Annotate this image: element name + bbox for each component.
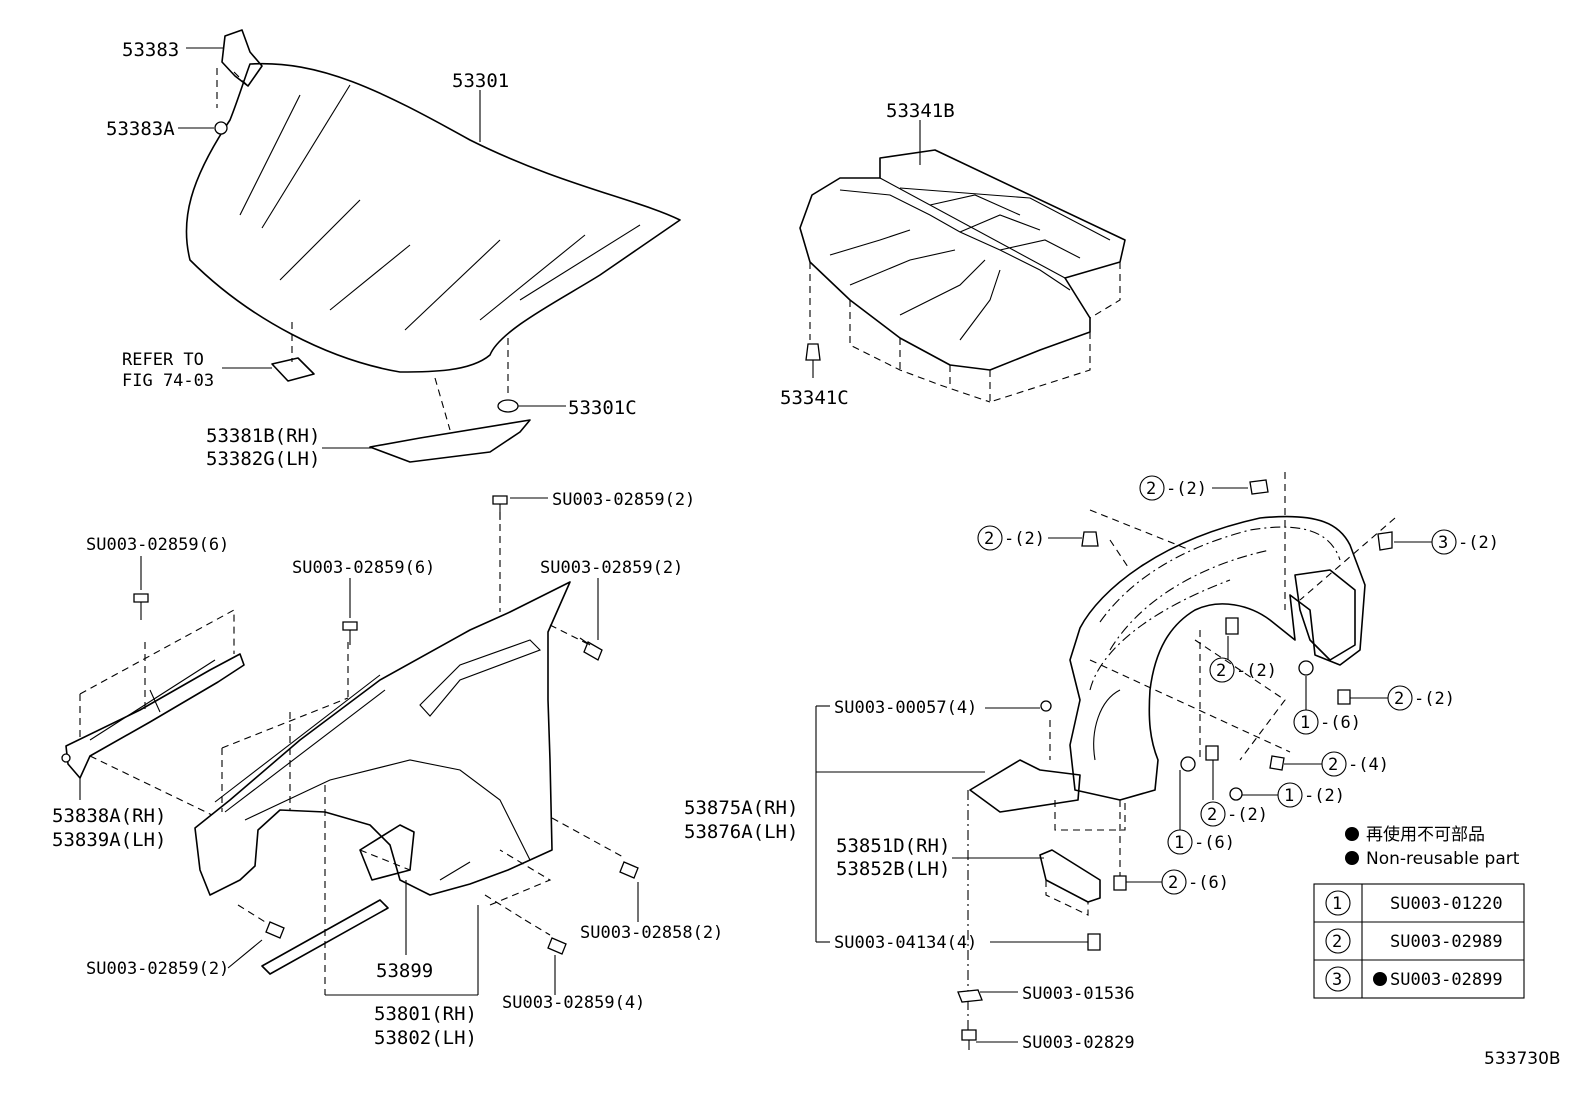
svg-text:2: 2 xyxy=(984,529,994,549)
callout-1-2: 1 -(2) xyxy=(1277,782,1345,808)
callout-2-4: 2 -(4) xyxy=(1321,751,1389,777)
svg-text:-(2): -(2) xyxy=(1236,661,1277,681)
clip-53341c xyxy=(805,343,821,361)
callout-2-6: 2 -(6) xyxy=(1161,869,1229,895)
fender-liner xyxy=(969,515,1366,813)
svg-text:1: 1 xyxy=(1174,833,1184,853)
callout-2-low: 2 -(2) xyxy=(1200,801,1268,827)
callout-2-left: 2 -(2) xyxy=(977,525,1045,551)
label-bolt-02829: SU003-02829 xyxy=(1022,1033,1135,1053)
label-53301c: 53301C xyxy=(568,397,637,419)
bracket-53851d xyxy=(1039,849,1101,903)
svg-text:1: 1 xyxy=(1300,713,1310,733)
fender-seal-bracket xyxy=(65,653,245,779)
label-53383: 53383 xyxy=(122,39,179,61)
svg-text:2: 2 xyxy=(1146,479,1156,499)
svg-text:-(2): -(2) xyxy=(1304,786,1345,806)
callout-3-right: 3 -(2) xyxy=(1431,529,1499,555)
callout-1-6b: 1 -(6) xyxy=(1167,829,1235,855)
bolt-icon xyxy=(133,495,639,955)
svg-text:-(6): -(6) xyxy=(1320,713,1361,733)
clip-53383a xyxy=(214,121,228,135)
label-bolt-top: SU003-02859(2) xyxy=(552,490,695,510)
svg-text:2: 2 xyxy=(1207,805,1217,825)
svg-text:-(4): -(4) xyxy=(1348,755,1389,775)
svg-text:-(6): -(6) xyxy=(1188,873,1229,893)
figure-code: 533730B xyxy=(1484,1049,1561,1069)
svg-text:2: 2 xyxy=(1332,932,1342,952)
label-53381b: 53381B(RH) xyxy=(206,425,320,447)
label-sheet xyxy=(271,357,315,382)
label-53876a: 53876A(LH) xyxy=(684,821,798,843)
svg-text:-(6): -(6) xyxy=(1194,833,1235,853)
label-53301: 53301 xyxy=(452,70,509,92)
label-53801: 53801(RH) xyxy=(374,1003,477,1025)
cushion-53301c xyxy=(497,399,519,413)
svg-text:-(2): -(2) xyxy=(1227,805,1268,825)
label-refer-fig: FIG 74-03 xyxy=(122,371,214,391)
hood-panel xyxy=(185,62,681,373)
label-bolt-right-2: SU003-02859(2) xyxy=(540,558,683,578)
label-53875a: 53875A(RH) xyxy=(684,797,798,819)
svg-text:-(2): -(2) xyxy=(1458,533,1499,553)
label-53852b: 53852B(LH) xyxy=(836,858,950,880)
clip-icon xyxy=(957,479,1393,1050)
label-53382g: 53382G(LH) xyxy=(206,448,320,470)
label-bolt-02858: SU003-02858(2) xyxy=(580,923,723,943)
callout-1-6a: 1 -(6) xyxy=(1293,709,1361,735)
svg-text:SU003-02899: SU003-02899 xyxy=(1390,970,1503,990)
legend: 再使用不可部品 Non-reusable part 1 SU003-01220 … xyxy=(1313,824,1525,999)
svg-text:2: 2 xyxy=(1328,755,1338,775)
callout-2-r: 2 -(2) xyxy=(1387,685,1455,711)
legend-row-3: 3 SU003-02899 xyxy=(1325,966,1503,992)
label-bolt-bottom-4: SU003-02859(4) xyxy=(502,993,645,1013)
svg-text:1: 1 xyxy=(1332,894,1342,914)
front-fender xyxy=(194,581,571,975)
label-bolt-left-6: SU003-02859(6) xyxy=(86,535,229,555)
svg-text:2: 2 xyxy=(1394,689,1404,709)
legend-en: Non-reusable part xyxy=(1366,849,1520,869)
svg-text:2: 2 xyxy=(1216,661,1226,681)
svg-text:SU003-01220: SU003-01220 xyxy=(1390,894,1503,914)
legend-row-2: 2 SU003-02989 xyxy=(1325,928,1503,954)
svg-text:-(2): -(2) xyxy=(1004,529,1045,549)
label-refer-to: REFER TO xyxy=(122,350,204,370)
callout-2-top: 2 -(2) xyxy=(1139,475,1207,501)
label-nut-00057: SU003-00057(4) xyxy=(834,698,977,718)
fender-liner-53899 xyxy=(261,899,389,975)
label-53839a: 53839A(LH) xyxy=(52,829,166,851)
svg-text:3: 3 xyxy=(1332,970,1342,990)
label-clip-01536: SU003-01536 xyxy=(1022,984,1135,1004)
label-53802: 53802(LH) xyxy=(374,1027,477,1049)
label-bolt-mid-6: SU003-02859(6) xyxy=(292,558,435,578)
legend-jp: 再使用不可部品 xyxy=(1366,824,1485,845)
label-53851d: 53851D(RH) xyxy=(836,835,950,857)
label-53838a: 53838A(RH) xyxy=(52,805,166,827)
label-53383a: 53383A xyxy=(106,118,175,140)
svg-text:2: 2 xyxy=(1168,873,1178,893)
svg-text:3: 3 xyxy=(1438,533,1448,553)
svg-text:-(2): -(2) xyxy=(1166,479,1207,499)
label-bolt-bottom-left: SU003-02859(2) xyxy=(86,959,229,979)
svg-text:SU003-02989: SU003-02989 xyxy=(1390,932,1503,952)
svg-text:1: 1 xyxy=(1284,786,1294,806)
legend-row-1: 1 SU003-01220 xyxy=(1325,890,1503,916)
svg-text:-(2): -(2) xyxy=(1414,689,1455,709)
label-bolt-04134: SU003-04134(4) xyxy=(834,933,977,953)
label-53899: 53899 xyxy=(376,960,433,982)
label-53341b: 53341B xyxy=(886,100,955,122)
hood-stay-53383 xyxy=(221,29,263,87)
hood-seal-53381b xyxy=(369,419,531,463)
callout-2-mid: 2 -(2) xyxy=(1209,657,1277,683)
label-53341c: 53341C xyxy=(780,387,849,409)
cowl-panel xyxy=(799,149,1126,371)
